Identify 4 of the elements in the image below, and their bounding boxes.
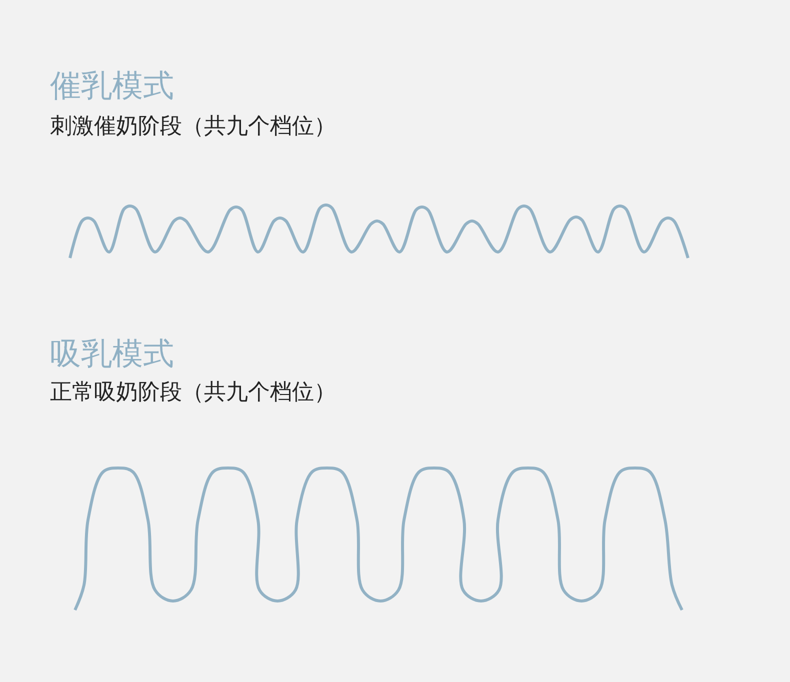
mode-heading: 催乳模式 <box>50 68 174 106</box>
mode-heading: 吸乳模式 <box>50 336 174 374</box>
mode-subtitle: 刺激催奶阶段（共九个档位） <box>50 114 336 140</box>
mode-subtitle: 正常吸奶阶段（共九个档位） <box>50 380 336 406</box>
